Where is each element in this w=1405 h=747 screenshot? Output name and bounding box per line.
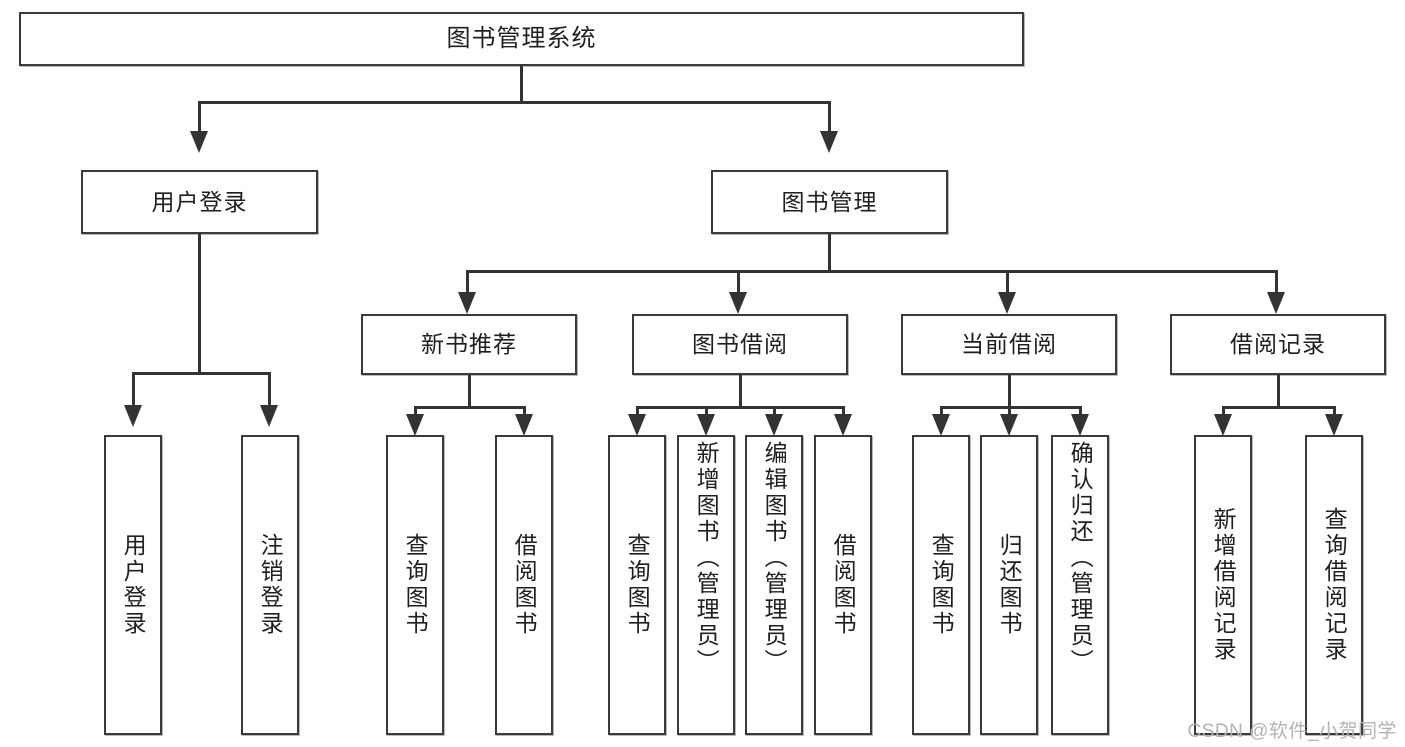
node-root-system[interactable]: 图书管理系统 (19, 12, 1024, 66)
leaf-book-borrow-query[interactable]: 查询图书 (608, 435, 666, 735)
watermark-text: CSDN @软件_小贺同学 (1187, 721, 1397, 742)
arrowhead-current-borrow-2 (1000, 414, 1018, 436)
node-label: 查询图书 (624, 533, 651, 637)
connector-borrow-record-stem (1277, 375, 1280, 408)
leaf-book-borrow-borrow[interactable]: 借阅图书 (814, 435, 872, 735)
node-label: 查询图书 (402, 533, 429, 637)
node-label: 归还图书 (996, 533, 1023, 637)
node-book-borrow[interactable]: 图书借阅 (632, 314, 848, 375)
arrowhead-current-borrow-3 (1071, 414, 1089, 436)
arrowhead-user-login-2 (260, 405, 278, 427)
leaf-book-borrow-edit[interactable]: 编辑图书（管理员） (745, 435, 803, 735)
node-label: 新书推荐 (421, 331, 517, 358)
connector-user-login-drop-2 (268, 372, 271, 407)
node-label: 新增借阅记录 (1210, 507, 1237, 663)
connector-to-book-mgmt (828, 101, 831, 133)
node-label: 当前借阅 (961, 331, 1057, 358)
arrowhead-to-current-borrow (998, 292, 1016, 314)
arrowhead-to-borrow-record (1267, 292, 1285, 314)
connector-new-book-bus (414, 406, 526, 409)
leaf-borrow-record-add[interactable]: 新增借阅记录 (1194, 435, 1252, 735)
connector-book-mgmt-stem (828, 234, 831, 272)
connector-to-user-login (198, 101, 201, 133)
arrowhead-borrow-record-2 (1325, 414, 1343, 436)
leaf-borrow-record-query[interactable]: 查询借阅记录 (1305, 435, 1363, 735)
connector-user-login-drop-1 (132, 372, 135, 407)
node-label: 借阅记录 (1230, 331, 1326, 358)
connector-book-borrow-stem (739, 375, 742, 408)
arrowhead-book-borrow-1 (628, 414, 646, 436)
node-user-login[interactable]: 用户登录 (81, 170, 318, 234)
arrowhead-to-user-login (190, 131, 208, 153)
arrowhead-to-book-mgmt (820, 131, 838, 153)
connector-user-login-bus (132, 372, 271, 375)
connector-book-borrow-drop-1 (636, 406, 639, 420)
connector-current-borrow-bus (940, 406, 1082, 409)
arrowhead-book-borrow-2 (697, 414, 715, 436)
connector-root-stem (520, 66, 523, 104)
connector-current-borrow-stem (1008, 375, 1011, 408)
node-label: 图书管理 (781, 188, 878, 215)
arrowhead-book-borrow-4 (834, 414, 852, 436)
arrowhead-to-new-book (458, 292, 476, 314)
node-label: 用户登录 (120, 533, 147, 637)
arrowhead-to-book-borrow (729, 292, 747, 314)
connector-book-borrow-drop-4 (842, 406, 845, 420)
leaf-user-login-signin[interactable]: 用户登录 (104, 435, 162, 735)
node-label: 注销登录 (257, 533, 284, 637)
node-current-borrow[interactable]: 当前借阅 (901, 314, 1117, 375)
connector-new-book-stem (468, 375, 471, 408)
node-label: 查询图书 (928, 533, 955, 637)
connector-current-borrow-drop-2 (1008, 406, 1011, 420)
connector-new-book-drop-1 (414, 406, 417, 420)
leaf-new-book-query[interactable]: 查询图书 (386, 435, 444, 735)
connector-to-current-borrow (1006, 270, 1009, 294)
arrowhead-current-borrow-1 (932, 414, 950, 436)
connector-level3-bus (466, 270, 1277, 273)
arrowhead-new-book-2 (515, 414, 533, 436)
node-label: 图书管理系统 (446, 25, 597, 53)
node-new-book-recommend[interactable]: 新书推荐 (361, 314, 577, 375)
leaf-user-login-signout[interactable]: 注销登录 (241, 435, 299, 735)
arrowhead-borrow-record-1 (1214, 414, 1232, 436)
connector-to-new-book (466, 270, 469, 294)
leaf-current-borrow-query[interactable]: 查询图书 (912, 435, 970, 735)
connector-current-borrow-drop-3 (1079, 406, 1082, 420)
connector-borrow-record-drop-1 (1222, 406, 1225, 420)
connector-to-book-borrow (737, 270, 740, 294)
connector-current-borrow-drop-1 (940, 406, 943, 420)
node-label: 编辑图书（管理员） (761, 441, 788, 675)
leaf-current-borrow-confirm[interactable]: 确认归还（管理员） (1051, 435, 1109, 735)
connector-book-borrow-drop-3 (773, 406, 776, 420)
node-label: 用户登录 (151, 188, 248, 215)
node-borrow-record[interactable]: 借阅记录 (1170, 314, 1386, 375)
connector-borrow-record-drop-2 (1333, 406, 1336, 420)
connector-book-borrow-drop-2 (705, 406, 708, 420)
leaf-new-book-borrow[interactable]: 借阅图书 (495, 435, 553, 735)
connector-to-borrow-record (1275, 270, 1278, 294)
node-label: 确认归还（管理员） (1067, 441, 1094, 675)
connector-level2-bus (198, 101, 831, 104)
node-label: 借阅图书 (830, 533, 857, 637)
node-label: 图书借阅 (692, 331, 788, 358)
node-label: 新增图书（管理员） (693, 441, 720, 675)
connector-borrow-record-bus (1222, 406, 1336, 409)
connector-user-login-stem (198, 234, 201, 375)
connector-book-borrow-bus (636, 406, 845, 409)
leaf-book-borrow-add[interactable]: 新增图书（管理员） (677, 435, 735, 735)
leaf-current-borrow-return[interactable]: 归还图书 (980, 435, 1038, 735)
arrowhead-book-borrow-3 (765, 414, 783, 436)
node-label: 借阅图书 (511, 533, 538, 637)
arrowhead-user-login-1 (124, 405, 142, 427)
connector-new-book-drop-2 (523, 406, 526, 420)
node-label: 查询借阅记录 (1321, 507, 1348, 663)
arrowhead-new-book-1 (406, 414, 424, 436)
node-book-management[interactable]: 图书管理 (711, 170, 948, 234)
